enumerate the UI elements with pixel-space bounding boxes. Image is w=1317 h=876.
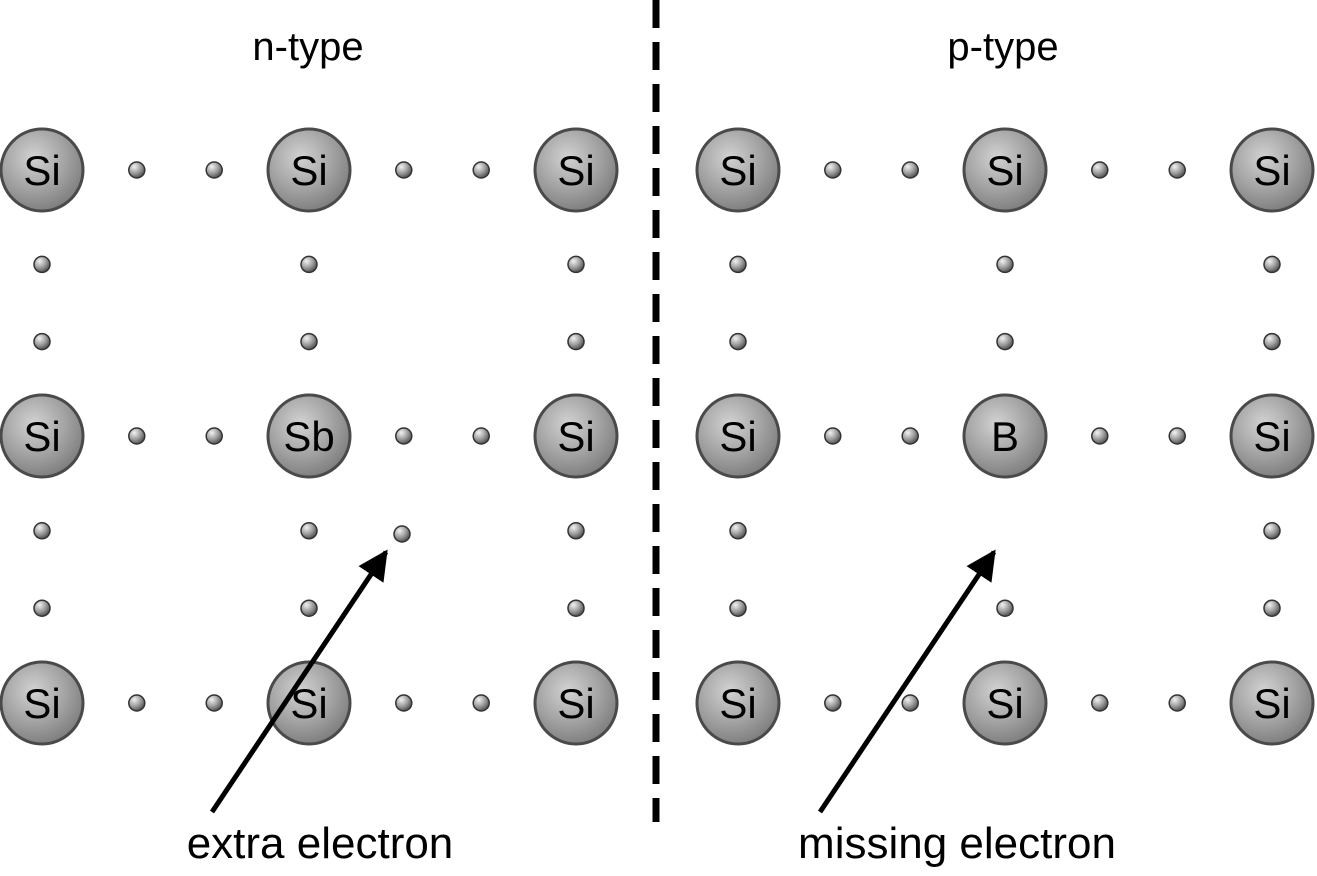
- electron: [33, 255, 51, 274]
- electron: [1263, 332, 1281, 351]
- electron: [729, 332, 747, 351]
- atom: [0, 393, 85, 479]
- atom-label: Si: [1253, 147, 1290, 194]
- electron: [567, 522, 585, 540]
- electron: [996, 255, 1014, 274]
- p-type-title: p-type: [947, 25, 1058, 69]
- atom: [533, 660, 619, 746]
- electron: [395, 161, 413, 179]
- electron: [1091, 161, 1109, 179]
- electron: [33, 522, 51, 540]
- electron: [395, 427, 413, 445]
- electron: [996, 599, 1014, 617]
- atom: [266, 660, 352, 746]
- electron: [128, 161, 146, 179]
- electron: [824, 427, 842, 445]
- atom-label: Si: [719, 147, 756, 194]
- atom: [266, 393, 352, 479]
- atom-label: Si: [23, 413, 60, 460]
- electron: [729, 255, 747, 274]
- electron: [128, 694, 146, 712]
- electron: [395, 694, 413, 712]
- electron: [1168, 161, 1186, 179]
- atom: [962, 660, 1048, 746]
- atom-label: Si: [23, 680, 60, 727]
- electron: [472, 694, 490, 712]
- atom-label: Si: [986, 680, 1023, 727]
- atom: [1229, 393, 1315, 479]
- electron: [901, 427, 919, 445]
- atom: [695, 393, 781, 479]
- electron: [1168, 694, 1186, 712]
- electron: [1091, 694, 1109, 712]
- electron: [33, 332, 51, 351]
- electron: [567, 255, 585, 274]
- electron: [300, 332, 318, 351]
- atom-label: Si: [557, 680, 594, 727]
- atom: [533, 127, 619, 213]
- atom-label: Si: [719, 413, 756, 460]
- atom: [695, 127, 781, 213]
- electron: [472, 427, 490, 445]
- atom-label: Si: [719, 680, 756, 727]
- atom: [533, 393, 619, 479]
- atom-label: Si: [1253, 413, 1290, 460]
- electron: [472, 161, 490, 179]
- n-type-arrow: [209, 549, 389, 814]
- electron: [300, 522, 318, 540]
- atom: [0, 660, 85, 746]
- p-type-arrow: [817, 549, 997, 814]
- electron: [567, 332, 585, 351]
- electron: [300, 255, 318, 274]
- atom-label: Si: [557, 413, 594, 460]
- n-type-title: n-type: [252, 25, 363, 69]
- atom: [695, 660, 781, 746]
- atom-label: Si: [557, 147, 594, 194]
- atom: [266, 127, 352, 213]
- p-type-caption: missing electron: [798, 819, 1116, 868]
- electron: [901, 694, 919, 712]
- atom-label: Sb: [283, 413, 334, 460]
- electron: [205, 694, 223, 712]
- electron: [1168, 427, 1186, 445]
- electron: [1263, 522, 1281, 540]
- atom: [962, 393, 1048, 479]
- electron: [205, 427, 223, 445]
- electron: [996, 332, 1014, 351]
- atom: [962, 127, 1048, 213]
- n-type-caption: extra electron: [187, 819, 454, 868]
- atom-label: B: [991, 413, 1019, 460]
- atom-label: Si: [986, 147, 1023, 194]
- atom: [1229, 127, 1315, 213]
- atom-label: Si: [23, 147, 60, 194]
- extra-electron: [393, 525, 411, 543]
- electron: [729, 599, 747, 617]
- electron: [205, 161, 223, 179]
- electron: [1263, 255, 1281, 274]
- electron: [1091, 427, 1109, 445]
- electron: [128, 427, 146, 445]
- atom-label: Si: [290, 147, 327, 194]
- electron: [824, 694, 842, 712]
- electron: [729, 522, 747, 540]
- atom: [0, 127, 85, 213]
- atom-label: Si: [1253, 680, 1290, 727]
- electron: [33, 599, 51, 617]
- electron: [567, 599, 585, 617]
- electron: [1263, 599, 1281, 617]
- electron: [824, 161, 842, 179]
- atom: [1229, 660, 1315, 746]
- electron: [901, 161, 919, 179]
- electron: [300, 599, 318, 617]
